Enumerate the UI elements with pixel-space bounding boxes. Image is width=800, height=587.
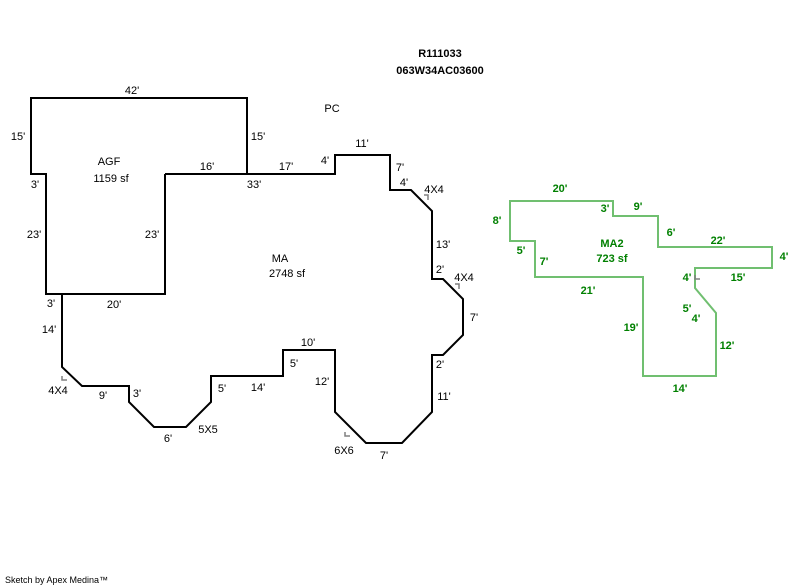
agf-outline bbox=[30, 97, 248, 295]
corner-dimension-label: 4X4 bbox=[454, 272, 474, 284]
dimension-label: 33' bbox=[247, 179, 261, 191]
ma2-area-size: 723 sf bbox=[596, 253, 628, 265]
dimension-label: 9' bbox=[99, 390, 107, 402]
dimension-label: 8' bbox=[493, 215, 502, 227]
corner-marker bbox=[61, 376, 67, 381]
corner-marker bbox=[455, 283, 460, 289]
dimension-label: 6' bbox=[164, 433, 172, 445]
dimension-label: 16' bbox=[200, 161, 214, 173]
dimension-label: 12' bbox=[315, 376, 329, 388]
ma-area-code: MA bbox=[272, 253, 289, 265]
dimension-label: 4' bbox=[692, 313, 701, 325]
agf-area-code: AGF bbox=[98, 156, 121, 168]
ma2-outline bbox=[509, 200, 773, 377]
corner-dimension-label: 4X4 bbox=[424, 184, 444, 196]
dimension-label: 42' bbox=[125, 85, 139, 97]
dimension-label: 15' bbox=[11, 131, 25, 143]
dimension-label: 3' bbox=[601, 203, 610, 215]
ma-outline bbox=[61, 154, 464, 444]
corner-marker bbox=[694, 275, 700, 280]
dimension-label: 4' bbox=[400, 177, 408, 189]
dimension-label: 12' bbox=[720, 340, 735, 352]
dimension-label: 9' bbox=[634, 201, 643, 213]
dimension-label: 3' bbox=[133, 388, 141, 400]
corner-marker bbox=[344, 432, 350, 437]
corner-dimension-label: 5X5 bbox=[198, 424, 218, 436]
dimension-label: 7' bbox=[540, 256, 549, 268]
dimension-label: 15' bbox=[251, 131, 265, 143]
corner-marker bbox=[424, 194, 429, 200]
pc-area-code: PC bbox=[324, 103, 339, 115]
dimension-label: 5' bbox=[683, 303, 692, 315]
dimension-label: 22' bbox=[711, 235, 726, 247]
agf-area-size: 1159 sf bbox=[93, 173, 129, 185]
dimension-label: 5' bbox=[290, 358, 298, 370]
dimension-label: 2' bbox=[436, 264, 444, 276]
dimension-label: 5' bbox=[517, 245, 526, 257]
ma2-area-code: MA2 bbox=[600, 238, 623, 250]
footer-credit: Sketch by Apex Medina™ bbox=[5, 575, 108, 585]
dimension-label: 23' bbox=[145, 229, 159, 241]
dimension-label: 7' bbox=[396, 162, 404, 174]
dimension-label: 20' bbox=[107, 299, 121, 311]
dimension-label: 11' bbox=[355, 138, 369, 150]
dimension-label: 15' bbox=[731, 272, 746, 284]
dimension-label: 6' bbox=[667, 227, 676, 239]
dimension-label: 19' bbox=[624, 322, 639, 334]
dimension-label: 14' bbox=[673, 383, 688, 395]
corner-dimension-label: 4X4 bbox=[48, 385, 68, 397]
dimension-label: 5' bbox=[218, 383, 226, 395]
dimension-label: 7' bbox=[380, 450, 388, 462]
map-tax-lot: 063W34AC03600 bbox=[396, 65, 483, 77]
dimension-label: 2' bbox=[436, 359, 444, 371]
corner-dimension-label: 6X6 bbox=[334, 445, 354, 457]
dimension-label: 4' bbox=[683, 272, 692, 284]
dimension-label: 4' bbox=[321, 155, 329, 167]
dimension-label: 14' bbox=[251, 382, 265, 394]
dimension-label: 7' bbox=[470, 312, 478, 324]
dimension-label: 14' bbox=[42, 324, 56, 336]
dimension-label: 3' bbox=[31, 179, 39, 191]
dimension-label: 10' bbox=[301, 337, 315, 349]
account-number: R111033 bbox=[418, 48, 461, 60]
dimension-label: 20' bbox=[553, 183, 568, 195]
dimension-label: 17' bbox=[279, 161, 293, 173]
dimension-label: 4' bbox=[780, 251, 789, 263]
dimension-label: 11' bbox=[437, 391, 451, 403]
dimension-label: 3' bbox=[47, 298, 55, 310]
ma-area-size: 2748 sf bbox=[269, 268, 306, 280]
dimension-label: 13' bbox=[436, 239, 450, 251]
dimension-label: 23' bbox=[27, 229, 41, 241]
dimension-label: 21' bbox=[581, 285, 596, 297]
